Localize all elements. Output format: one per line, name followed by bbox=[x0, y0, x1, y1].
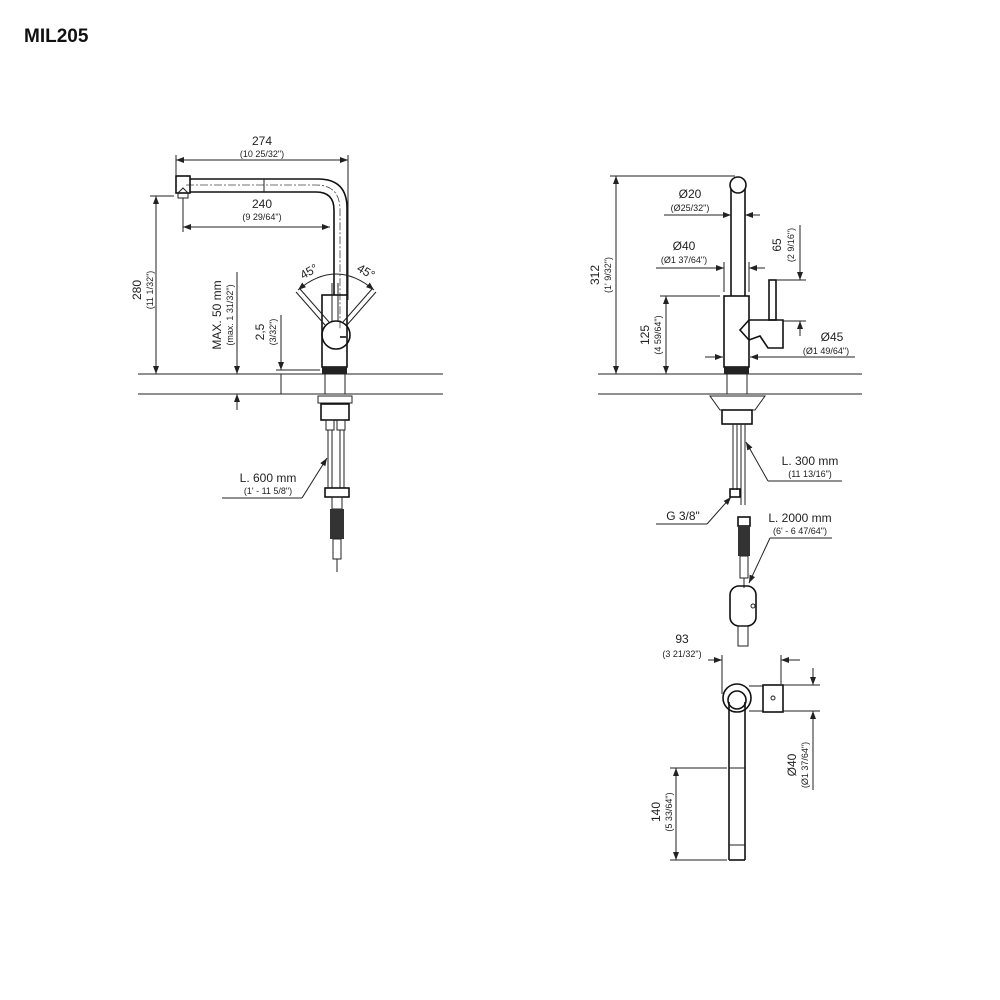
dim-label: MAX. 50 mm bbox=[210, 280, 224, 349]
hose-2000-callout: L. 2000 mm (6' - 6 47/64") bbox=[748, 511, 832, 584]
dim-label-inch: (4 59/64") bbox=[653, 315, 663, 354]
angle-label-left: 45° bbox=[298, 261, 321, 282]
dimension-dia-45: Ø45 (Ø1 49/64") bbox=[705, 330, 855, 360]
dim-label: 125 bbox=[638, 325, 652, 345]
dim-label-inch: (9 29/64") bbox=[242, 212, 281, 222]
dimension-2-5: 2,5 (3/32") bbox=[253, 315, 320, 394]
faucet-side bbox=[175, 175, 377, 572]
dim-label: 2,5 bbox=[253, 323, 267, 340]
dimension-max-50: MAX. 50 mm (max. 1 31/32") bbox=[210, 272, 240, 410]
dimension-125: 125 (4 59/64") bbox=[638, 295, 720, 374]
model-title: MIL205 bbox=[24, 26, 89, 47]
dim-label-inch: (Ø25/32") bbox=[671, 203, 710, 213]
callout-label: L. 600 mm bbox=[240, 471, 297, 485]
dimension-93: 93 (3 21/32") bbox=[662, 632, 800, 694]
dim-label-inch: (Ø1 37/64") bbox=[800, 742, 810, 788]
dimension-dia-40: Ø40 (Ø1 37/64") bbox=[656, 239, 765, 292]
dimension-274: 274 (10 25/32") bbox=[175, 134, 349, 300]
dimension-312: 312 (1' 9/32") bbox=[588, 175, 735, 374]
dim-label: 140 bbox=[649, 802, 663, 822]
top-view: 93 (3 21/32") Ø40 (Ø1 37/64") 140 (5 33/… bbox=[649, 632, 820, 861]
dim-label-inch: (max. 1 31/32") bbox=[225, 284, 235, 345]
dim-label-inch: (11 1/32") bbox=[145, 271, 155, 310]
callout-label: L. 2000 mm bbox=[768, 511, 831, 525]
hose-300-callout: L. 300 mm (11 13/16") bbox=[745, 441, 842, 482]
dim-label-inch: (3 21/32") bbox=[662, 649, 701, 659]
dim-label-inch: (Ø1 37/64") bbox=[661, 255, 707, 265]
callout-label-inch: (1' - 11 5/8") bbox=[244, 486, 292, 496]
dim-label: 312 bbox=[588, 265, 602, 285]
dimension-240: 240 (9 29/64") bbox=[182, 197, 330, 232]
dim-label-inch: (1' 9/32") bbox=[603, 257, 613, 293]
dim-label: Ø45 bbox=[821, 330, 844, 344]
dim-label: 280 bbox=[130, 280, 144, 300]
dim-label: 93 bbox=[675, 632, 689, 646]
callout-label-inch: (6' - 6 47/64") bbox=[773, 526, 827, 536]
front-view: 312 (1' 9/32") Ø20 (Ø25/32") Ø40 (Ø1 37/… bbox=[588, 175, 862, 647]
faucet-front bbox=[709, 176, 784, 647]
dim-label-inch: (2 9/16") bbox=[786, 228, 796, 262]
dim-label: 274 bbox=[252, 134, 272, 148]
dim-label: 240 bbox=[252, 197, 272, 211]
countertop bbox=[138, 373, 443, 395]
dim-label: 65 bbox=[770, 238, 784, 252]
callout-label: G 3/8" bbox=[666, 509, 700, 523]
dim-label-inch: (5 33/64") bbox=[664, 792, 674, 831]
dimension-dia-40-top: Ø40 (Ø1 37/64") bbox=[783, 668, 820, 790]
dim-label-inch: (Ø1 49/64") bbox=[803, 346, 849, 356]
dimension-65: 65 (2 9/16") bbox=[770, 225, 806, 336]
countertop bbox=[598, 373, 862, 395]
dim-label: Ø40 bbox=[673, 239, 696, 253]
dimension-dia-20: Ø20 (Ø25/32") bbox=[664, 187, 760, 218]
side-view: 274 (10 25/32") 240 (9 29/64") 280 (11 1… bbox=[130, 134, 443, 572]
dim-label-inch: (10 25/32") bbox=[240, 149, 284, 159]
faucet-top bbox=[722, 683, 784, 861]
dimension-280: 280 (11 1/32") bbox=[130, 195, 174, 374]
callout-label: L. 300 mm bbox=[782, 454, 839, 468]
dim-label: Ø20 bbox=[679, 187, 702, 201]
dim-label: Ø40 bbox=[785, 753, 799, 776]
dim-label-inch: (3/32") bbox=[268, 319, 278, 346]
callout-label-inch: (11 13/16") bbox=[788, 469, 832, 479]
thread-callout: G 3/8" bbox=[656, 496, 732, 525]
hose-600-callout: L. 600 mm (1' - 11 5/8") bbox=[222, 457, 328, 499]
dimension-140: 140 (5 33/64") bbox=[649, 767, 727, 861]
